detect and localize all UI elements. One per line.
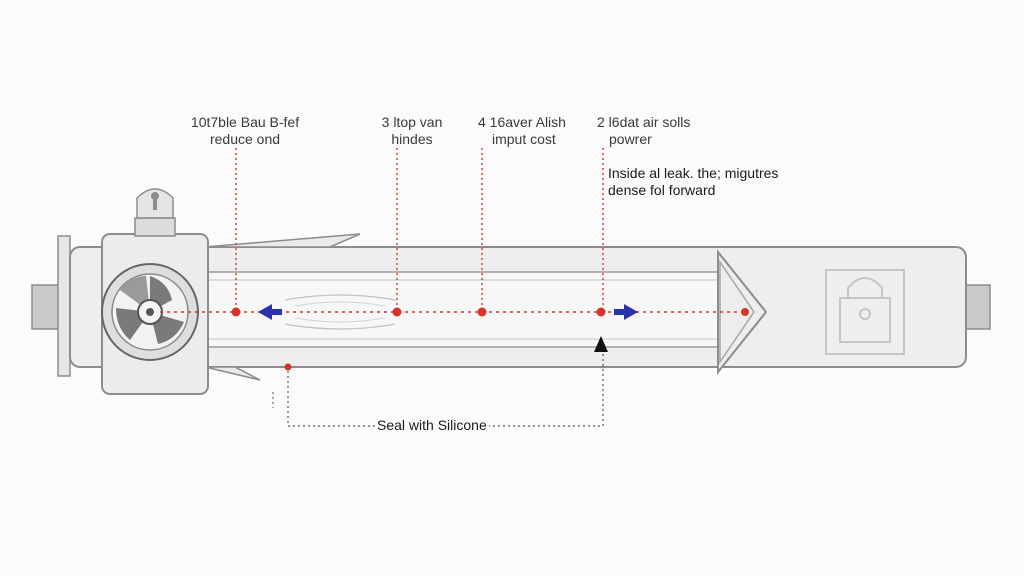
lock-icon (825, 269, 905, 355)
callout-4-line1: 2 l6dat air solls (597, 114, 691, 130)
left-flange (57, 235, 71, 377)
callout-3: 4 16aver Alish imput cost (478, 114, 566, 148)
callout-3-line1: 4 16aver Alish (478, 114, 566, 130)
blue-arrow-right (614, 304, 638, 320)
callout-2-line2: hindes (391, 131, 433, 147)
callout-3-line2: imput cost (492, 131, 556, 147)
callout-1-line2: reduce ond (209, 131, 281, 147)
callout-4: 2 l6dat air solls powrer (597, 114, 690, 148)
callout-4-line2: powrer (609, 131, 652, 147)
callout-2: 3 ltop van hindes (372, 114, 452, 148)
black-arrow-up (594, 336, 608, 352)
marker-4 (596, 307, 606, 317)
left-end-stub (31, 284, 61, 330)
seal-label: Seal with Silicone (375, 417, 489, 433)
note-line1: Inside al leak. the; migutres (608, 165, 779, 181)
inside-leak-note: Inside al leak. the; migutres dense fol … (608, 165, 778, 199)
top-fin (204, 233, 361, 248)
seal-bracket (287, 354, 604, 427)
marker-1 (231, 307, 241, 317)
note-line2: dense fol forward (608, 182, 716, 198)
bottom-fin (204, 366, 261, 381)
fan-icon (101, 263, 199, 361)
marker-3 (477, 307, 487, 317)
callout-2-line1: 3 ltop van (381, 114, 443, 130)
marker-5 (741, 308, 749, 316)
valve-cap-icon (136, 188, 174, 219)
blue-arrow-left (258, 304, 282, 320)
inner-channel (204, 271, 721, 348)
callout-1-line1: 10t7ble Bau B-fef (190, 114, 300, 130)
marker-seal (284, 363, 292, 371)
valve-cap-base (134, 217, 176, 237)
right-end-stub (963, 284, 991, 330)
marker-2 (392, 307, 402, 317)
callout-1: 10t7ble Bau B-fef reduce ond (186, 114, 304, 148)
